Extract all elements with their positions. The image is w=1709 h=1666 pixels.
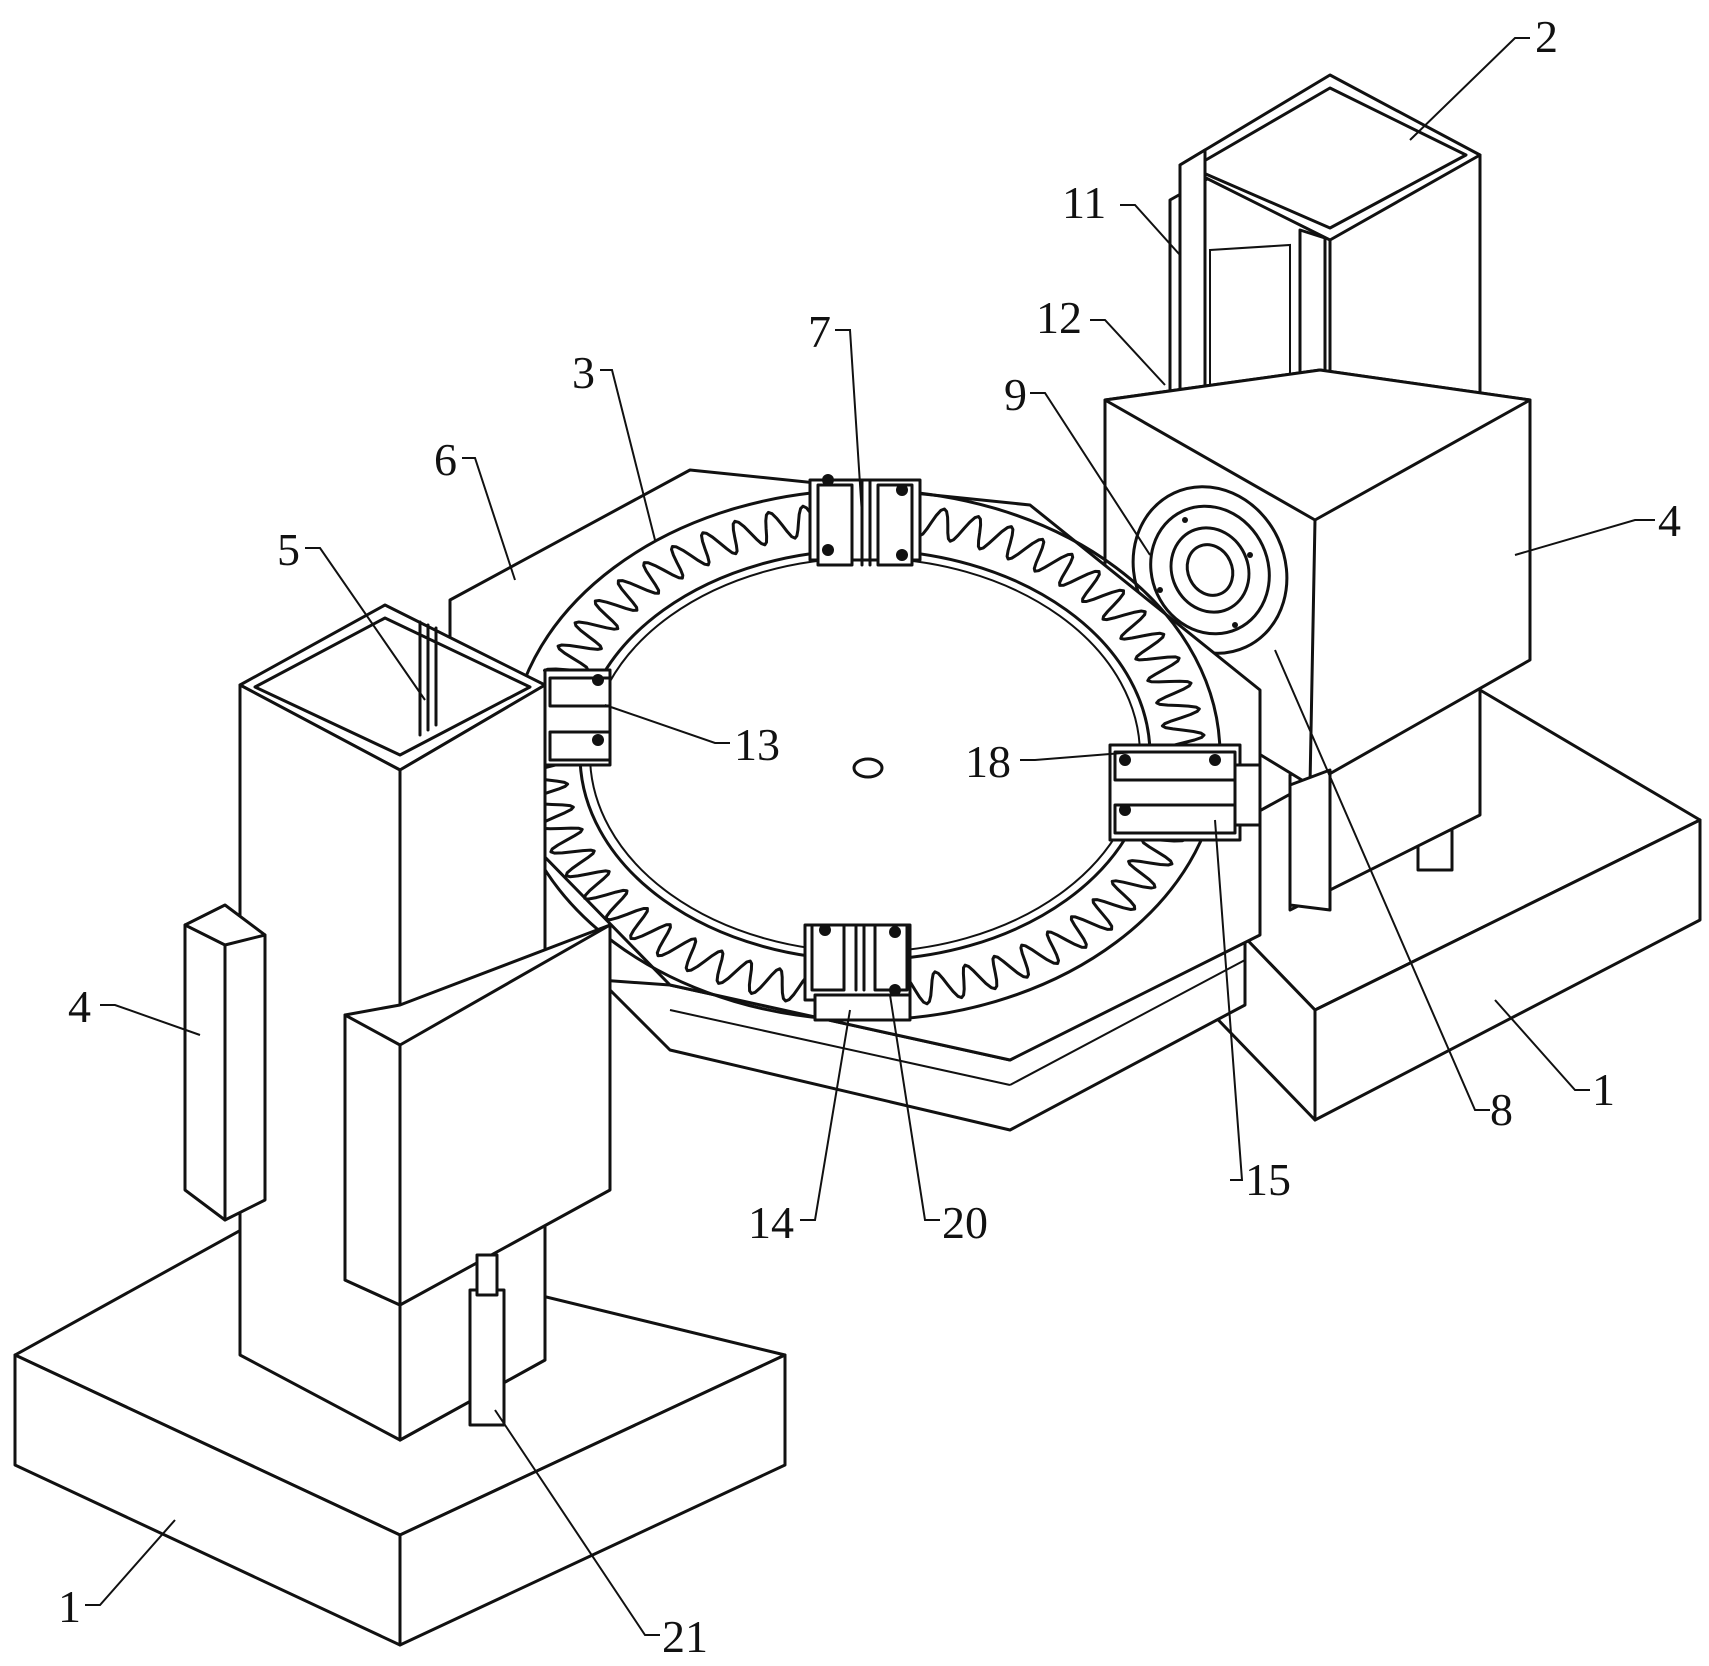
clamp-bottom xyxy=(803,923,912,1022)
label-part-1-right: 1 xyxy=(1592,1064,1615,1115)
label-part-9: 9 xyxy=(1004,369,1027,420)
left-slide-block xyxy=(343,923,612,1307)
label-part-4-right: 4 xyxy=(1658,495,1681,546)
label-part-8: 8 xyxy=(1490,1084,1513,1135)
left-cylinder xyxy=(468,1253,506,1427)
label-part-7: 7 xyxy=(808,306,831,357)
clamp-top xyxy=(808,474,922,567)
part-labels: 2 11 12 7 3 9 6 5 4 13 18 4 8 1 15 14 20… xyxy=(58,11,1681,1662)
label-part-13: 13 xyxy=(734,719,780,770)
label-part-14: 14 xyxy=(748,1197,794,1248)
leader-lines xyxy=(85,37,1655,1636)
label-part-18: 18 xyxy=(965,736,1011,787)
label-part-11: 11 xyxy=(1062,177,1106,228)
label-part-5: 5 xyxy=(277,524,300,575)
label-part-6: 6 xyxy=(434,434,457,485)
label-part-3: 3 xyxy=(572,347,595,398)
left-side-block xyxy=(183,903,267,1222)
label-part-2: 2 xyxy=(1535,11,1558,62)
label-part-20: 20 xyxy=(942,1197,988,1248)
clamp-left xyxy=(543,668,612,767)
right-bearing-disc xyxy=(1131,485,1289,655)
label-part-12: 12 xyxy=(1036,292,1082,343)
label-part-15: 15 xyxy=(1245,1154,1291,1205)
label-part-4-left: 4 xyxy=(68,981,91,1032)
label-part-21: 21 xyxy=(662,1611,708,1662)
label-part-1-left: 1 xyxy=(58,1581,81,1632)
clamp-right xyxy=(1108,743,1262,842)
